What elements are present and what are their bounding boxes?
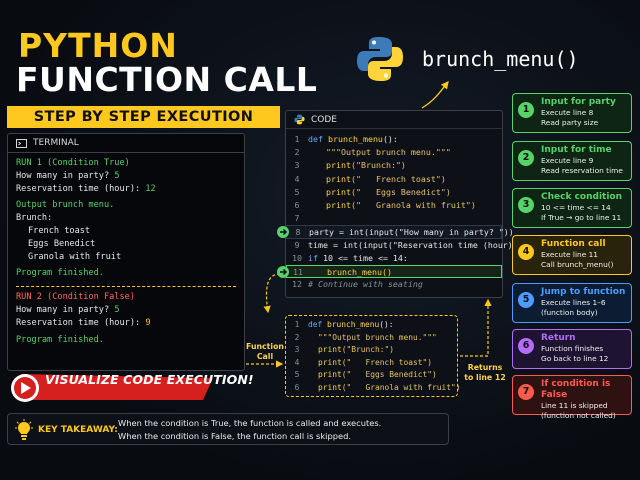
run1-time-line: Reservation time (hour): 12 (16, 183, 156, 194)
code-header: CODE (286, 111, 502, 129)
step-desc-2: (function body) (541, 308, 598, 317)
step-title: Input for time (541, 145, 612, 155)
step-desc-2: Go back to line 12 (541, 354, 609, 363)
takeaway-line-1: When the condition is True, the function… (118, 418, 382, 428)
run-divider (16, 286, 236, 288)
run2-party-line: How many in party? 5 (16, 304, 120, 315)
step-desc-1: Line 11 is skipped (541, 401, 608, 410)
terminal-title: TERMINAL (33, 138, 79, 148)
python-logo-icon (357, 37, 403, 81)
key-takeaway-box: KEY TAKEAWAY: When the condition is True… (7, 413, 449, 445)
terminal-icon (16, 138, 27, 148)
fbody-line-2: 2"""Output brunch menu.""" (294, 332, 437, 342)
menu-item: Eggs Benedict (28, 238, 96, 249)
step-number-badge: 4 (518, 244, 534, 260)
terminal-panel: TERMINAL RUN 1 (Condition True) How many… (7, 133, 245, 371)
function-name-label: brunch_menu() (422, 47, 579, 71)
returns-arrow (460, 298, 492, 357)
step-desc-2: If True → go to line 11 (541, 213, 622, 222)
terminal-header: TERMINAL (8, 134, 244, 153)
run1-output-label: Output brunch menu. (16, 200, 115, 211)
step-desc-1: Execute line 11 (541, 250, 598, 259)
visualize-label: VISUALIZE CODE EXECUTION! (45, 372, 254, 387)
call-line-arrow-icon (277, 266, 289, 278)
function-call-arrow (263, 273, 281, 314)
step-desc-1: Function finishes (541, 344, 604, 353)
step-title: Jump to function (541, 287, 626, 297)
takeaway-label: KEY TAKEAWAY: (38, 425, 118, 435)
title-python: PYTHON (18, 26, 178, 65)
step-desc-2: Read reservation time (541, 166, 623, 175)
title-function-call: FUNCTION CALL (16, 60, 318, 99)
takeaway-line-2: When the condition is False, the functio… (118, 431, 351, 441)
menu-item: Granola with fruit (28, 251, 122, 262)
step-title: Input for party (541, 97, 616, 107)
step-number-badge: 3 (518, 197, 534, 213)
python-small-icon (294, 114, 305, 125)
run1-party-line: How many in party? 5 (16, 170, 120, 181)
step-number-badge: 6 (518, 338, 534, 354)
step-number-badge: 1 (518, 102, 534, 118)
step-number-badge: 7 (518, 384, 534, 400)
curve-arrow-to-label (421, 80, 449, 109)
step-by-step-banner: STEP BY STEP EXECUTION (7, 106, 280, 128)
run1-header: RUN 1 (Condition True) (16, 158, 130, 168)
terminal-output: RUN 1 (Condition True) How many in party… (8, 153, 244, 350)
step-title: Return (541, 333, 576, 343)
step-title: Check condition (541, 192, 622, 202)
run1-menu-title: Brunch: (16, 213, 53, 224)
menu-item: French toast (28, 225, 91, 236)
step-desc-2: (function not called) (541, 411, 616, 420)
step-desc-1: Execute line 9 (541, 156, 594, 165)
step-title: Function call (541, 239, 606, 249)
step-desc-2: Call brunch_menu() (541, 260, 614, 269)
step-desc-2: Read party size (541, 118, 599, 127)
lightbulb-icon (15, 419, 33, 440)
step-number-badge: 5 (518, 292, 534, 308)
step-desc-1: 10 <= time <= 14 (541, 203, 611, 212)
step-title: If condition is False (541, 379, 611, 400)
visualize-button[interactable] (7, 370, 217, 404)
current-line-arrow-icon (277, 226, 289, 238)
code-line-7: 7 (294, 213, 300, 224)
code-line-12: 12# Continue with seating (292, 279, 423, 290)
step-desc-1: Execute lines 1–6 (541, 298, 606, 307)
code-title: CODE (311, 114, 337, 125)
code-line-2: 2"""Output brunch menu.""" (294, 147, 451, 158)
step-desc-1: Execute line 8 (541, 108, 594, 117)
step-number-badge: 2 (518, 150, 534, 166)
run1-finished: Program finished. (16, 268, 104, 279)
run2-time-line: Reservation time (hour): 9 (16, 317, 151, 328)
run2-finished: Program finished. (16, 334, 104, 345)
run2-header: RUN 2 (Condition False) (16, 292, 135, 303)
